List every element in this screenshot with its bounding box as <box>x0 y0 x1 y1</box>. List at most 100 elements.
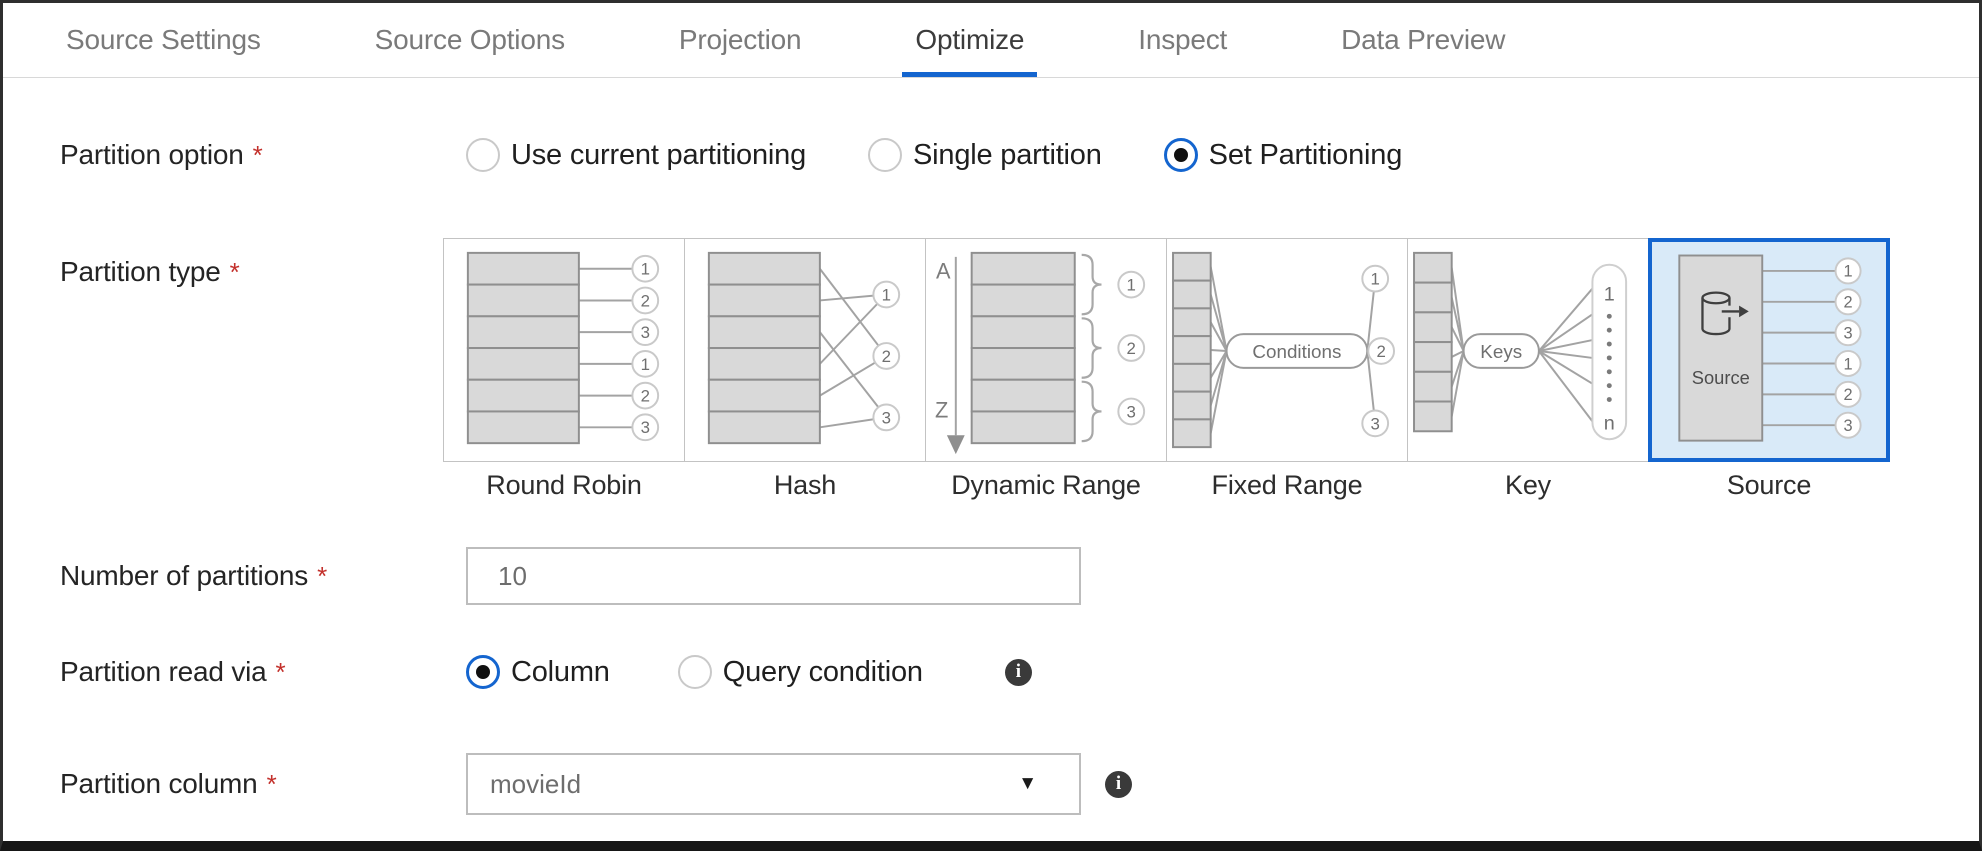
field-label-text: Number of partitions <box>60 560 309 591</box>
radio-label: Query condition <box>722 655 923 688</box>
svg-text:1: 1 <box>1371 270 1380 289</box>
svg-text:2: 2 <box>882 347 891 366</box>
partition-column-row: Partition column * movieId ▼ i <box>3 753 1979 815</box>
output-nodes: 1 2 3 1 2 3 <box>631 254 660 442</box>
partition-column-dropdown[interactable]: movieId ▼ <box>466 753 1081 815</box>
tab-data-preview[interactable]: Data Preview <box>1341 24 1506 55</box>
radio-circle-icon <box>466 138 500 172</box>
key-diagram: Keys 1 n <box>1407 238 1649 462</box>
svg-text:3: 3 <box>882 408 891 427</box>
partition-type-card-round-robin[interactable]: 1 2 3 1 2 3 Round Robin <box>443 238 685 501</box>
svg-text:3: 3 <box>641 418 650 437</box>
required-asterisk: * <box>252 140 263 170</box>
input-blocks <box>466 251 580 445</box>
svg-text:3: 3 <box>1844 324 1853 342</box>
tab-optimize[interactable]: Optimize <box>902 3 1038 77</box>
field-label-text: Partition option <box>60 139 244 170</box>
chevron-down-icon: ▼ <box>1018 773 1037 794</box>
hash-icon: 1 2 3 <box>707 251 901 445</box>
partition-option-label: Partition option * <box>60 139 466 171</box>
svg-text:1: 1 <box>1604 283 1615 305</box>
wires <box>1450 267 1594 422</box>
fixed-range-diagram: Conditions 1 2 3 <box>1166 238 1408 462</box>
partition-type-card-label: Source <box>1726 470 1812 500</box>
svg-text:1: 1 <box>1127 276 1136 295</box>
hash-diagram: 1 2 3 <box>684 238 926 462</box>
svg-text:Keys: Keys <box>1480 341 1522 362</box>
partition-type-row: Partition type* <box>3 238 1979 501</box>
partition-type-card-source[interactable]: Source 1 2 3 1 2 3 <box>1648 238 1890 501</box>
partition-type-card-label: Hash <box>773 470 837 500</box>
radio-query-condition[interactable]: Query condition <box>677 655 923 689</box>
radio-selected-icon <box>1163 138 1198 172</box>
radio-circle-icon <box>868 138 903 172</box>
output-capsule: 1 n <box>1591 263 1628 441</box>
svg-text:3: 3 <box>1371 414 1380 433</box>
svg-text:Conditions: Conditions <box>1252 341 1341 362</box>
radio-dot <box>476 665 490 679</box>
partition-type-card-key[interactable]: Keys 1 n Key <box>1407 238 1649 501</box>
svg-text:3: 3 <box>641 323 650 342</box>
radio-column[interactable]: Column <box>466 655 610 689</box>
source-icon: Source 1 2 3 1 2 3 <box>1678 254 1862 442</box>
radio-set-partitioning[interactable]: Set Partitioning <box>1163 138 1402 172</box>
field-label-text: Partition read via <box>60 656 267 687</box>
svg-text:1: 1 <box>1844 355 1853 373</box>
output-nodes: 1 2 3 <box>1117 270 1146 426</box>
conditions-pill: Conditions <box>1225 333 1369 369</box>
svg-text:3: 3 <box>1844 417 1853 435</box>
required-asterisk: * <box>266 769 277 799</box>
partition-column-label: Partition column * <box>60 768 466 800</box>
tab-source-options[interactable]: Source Options <box>374 24 565 55</box>
partition-type-card-fixed-range[interactable]: Conditions 1 2 3 Fixed Range <box>1166 238 1408 501</box>
input-blocks <box>707 251 821 445</box>
dynamic-range-diagram: A Z <box>925 238 1167 462</box>
svg-text:3: 3 <box>1127 402 1136 421</box>
radio-dot <box>1173 148 1188 162</box>
field-label-text: Partition type <box>60 256 221 287</box>
required-asterisk: * <box>275 657 286 687</box>
output-nodes: 1 2 3 1 2 3 <box>1834 257 1862 439</box>
svg-text:Source: Source <box>1692 367 1750 388</box>
radio-use-current-partitioning[interactable]: Use current partitioning <box>466 138 806 172</box>
radio-label: Use current partitioning <box>511 138 807 171</box>
partition-type-label: Partition type* <box>60 238 466 288</box>
partition-option-row: Partition option * Use current partitioni… <box>3 132 1979 178</box>
arrow-down-icon <box>946 435 965 455</box>
tab-bar: Source Settings Source Options Projectio… <box>3 3 1979 78</box>
input-blocks <box>1172 251 1212 449</box>
partition-type-cards: 1 2 3 1 2 3 Round Robin <box>443 238 1890 501</box>
dynamic-range-icon: A Z <box>935 251 1146 455</box>
field-label-text: Partition column <box>60 768 258 799</box>
svg-text:1: 1 <box>641 355 650 374</box>
radio-circle-icon <box>677 655 712 689</box>
radio-selected-icon <box>466 655 500 689</box>
wires <box>1762 269 1849 427</box>
database-icon <box>1701 291 1749 336</box>
tab-inspect[interactable]: Inspect <box>1138 24 1228 55</box>
radio-single-partition[interactable]: Single partition <box>868 138 1102 172</box>
number-of-partitions-input[interactable] <box>466 547 1081 605</box>
input-blocks <box>970 251 1076 445</box>
output-nodes: 1 2 3 <box>872 280 901 432</box>
svg-text:1: 1 <box>641 260 650 279</box>
tab-projection[interactable]: Projection <box>678 24 802 55</box>
info-glyph: i <box>1015 661 1021 682</box>
partition-type-card-label: Round Robin <box>486 470 642 500</box>
input-blocks <box>1413 251 1453 433</box>
svg-text:2: 2 <box>1844 386 1853 404</box>
info-icon[interactable]: i <box>1105 770 1132 798</box>
tab-source-settings[interactable]: Source Settings <box>66 24 261 55</box>
partition-type-card-hash[interactable]: 1 2 3 Hash <box>684 238 926 501</box>
info-icon[interactable]: i <box>1004 658 1032 686</box>
source-diagram: Source 1 2 3 1 2 3 <box>1648 238 1890 462</box>
partition-read-via-row: Partition read via * Column Query conditi… <box>3 649 1979 695</box>
svg-text:A: A <box>936 259 951 284</box>
number-of-partitions-row: Number of partitions* <box>3 547 1979 605</box>
partition-type-card-dynamic-range[interactable]: A Z <box>925 238 1167 501</box>
svg-text:n: n <box>1604 412 1615 434</box>
brace-icon <box>1081 253 1102 443</box>
svg-text:2: 2 <box>1376 342 1385 361</box>
key-icon: Keys 1 n <box>1413 251 1628 441</box>
